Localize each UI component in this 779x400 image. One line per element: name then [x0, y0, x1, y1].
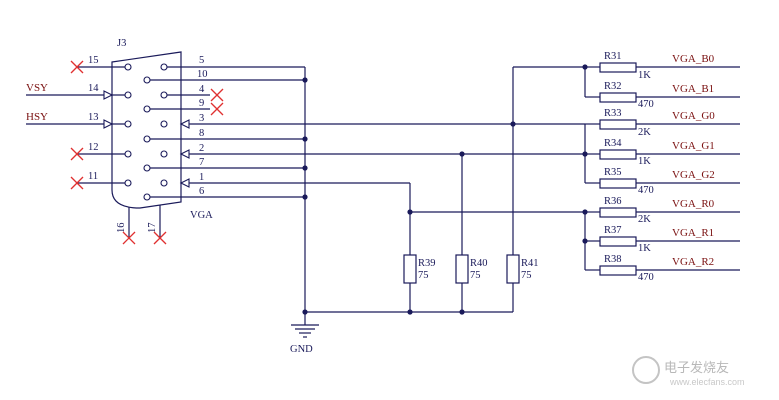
watermark: 电子发烧友 www.elecfans.com: [632, 356, 745, 387]
resistor-r35: [599, 178, 637, 189]
pin-7-label: 7: [199, 157, 204, 168]
r35-ref: R35: [604, 167, 622, 178]
gnd-label: GND: [290, 344, 313, 355]
r37-value: 1K: [638, 243, 651, 254]
r38-ref: R38: [604, 254, 622, 265]
watermark-cn: 电子发烧友: [664, 360, 729, 375]
r38-value: 470: [638, 272, 654, 283]
pin-12-label: 12: [88, 142, 99, 153]
r31-ref: R31: [604, 51, 622, 62]
r34-value: 1K: [638, 156, 651, 167]
pin-2-label: 2: [199, 143, 204, 154]
vga-b1-label: VGA_B1: [672, 83, 714, 95]
pin-14-label: 14: [88, 83, 99, 94]
resistor-r34: [599, 149, 637, 160]
signal-hsy-label: HSY: [26, 111, 48, 123]
connector-name: VGA: [190, 210, 213, 221]
vga-g2-label: VGA_G2: [672, 169, 715, 181]
pin-3-label: 3: [199, 113, 204, 124]
junction-dots: [302, 64, 588, 315]
pin-17-label: 17: [147, 223, 158, 234]
resistor-r38: [599, 265, 637, 276]
pin-11-label: 11: [88, 171, 98, 182]
vga-g1-label: VGA_G1: [672, 140, 715, 152]
resistor-r36: [599, 207, 637, 218]
connector-ref: J3: [117, 38, 126, 49]
signal-vsy-label: VSY: [26, 82, 48, 94]
pin-10-label: 10: [197, 69, 208, 80]
pin-16-label: 16: [116, 223, 127, 234]
r41-ref: R41: [521, 258, 539, 269]
pin-15-label: 15: [88, 55, 99, 66]
r33-ref: R33: [604, 108, 622, 119]
r41-value: 75: [521, 270, 532, 281]
vga-r1-label: VGA_R1: [672, 227, 714, 239]
pin-4-label: 4: [199, 84, 205, 95]
resistor-r37: [599, 236, 637, 247]
r36-ref: R36: [604, 196, 622, 207]
vga-r0-label: VGA_R0: [672, 198, 715, 210]
r39-value: 75: [418, 270, 429, 281]
r33-value: 2K: [638, 127, 651, 138]
r34-ref: R34: [604, 138, 622, 149]
no-connect-markers: [210, 88, 224, 116]
r40-ref: R40: [470, 258, 488, 269]
vga-connector-body: [111, 51, 182, 209]
watermark-url: www.elecfans.com: [669, 377, 745, 387]
r31-value: 1K: [638, 70, 651, 81]
vga-b0-label: VGA_B0: [672, 53, 715, 65]
pin-9-label: 9: [199, 98, 204, 109]
pin-1-label: 1: [199, 172, 204, 183]
vga-r2-label: VGA_R2: [672, 256, 714, 268]
pin-13-label: 13: [88, 112, 99, 123]
connector-pins: [124, 63, 168, 201]
r32-value: 470: [638, 99, 654, 110]
r35-value: 470: [638, 185, 654, 196]
pin-8-label: 8: [199, 128, 204, 139]
r40-value: 75: [470, 270, 481, 281]
pin-6-label: 6: [199, 186, 204, 197]
resistor-r32: [599, 92, 637, 103]
r39-ref: R39: [418, 258, 436, 269]
resistor-r40: [455, 254, 469, 284]
r36-value: 2K: [638, 214, 651, 225]
resistor-r41: [506, 254, 520, 284]
resistor-r39: [403, 254, 417, 284]
pin-5-label: 5: [199, 55, 204, 66]
no-connect-markers-left: [70, 60, 84, 190]
vga-g0-label: VGA_G0: [672, 110, 715, 122]
resistor-r31: [599, 62, 637, 73]
resistor-r33: [599, 119, 637, 130]
r37-ref: R37: [604, 225, 622, 236]
r32-ref: R32: [604, 81, 622, 92]
ground-symbol: [291, 324, 319, 338]
resistor-ladder: [585, 62, 740, 276]
